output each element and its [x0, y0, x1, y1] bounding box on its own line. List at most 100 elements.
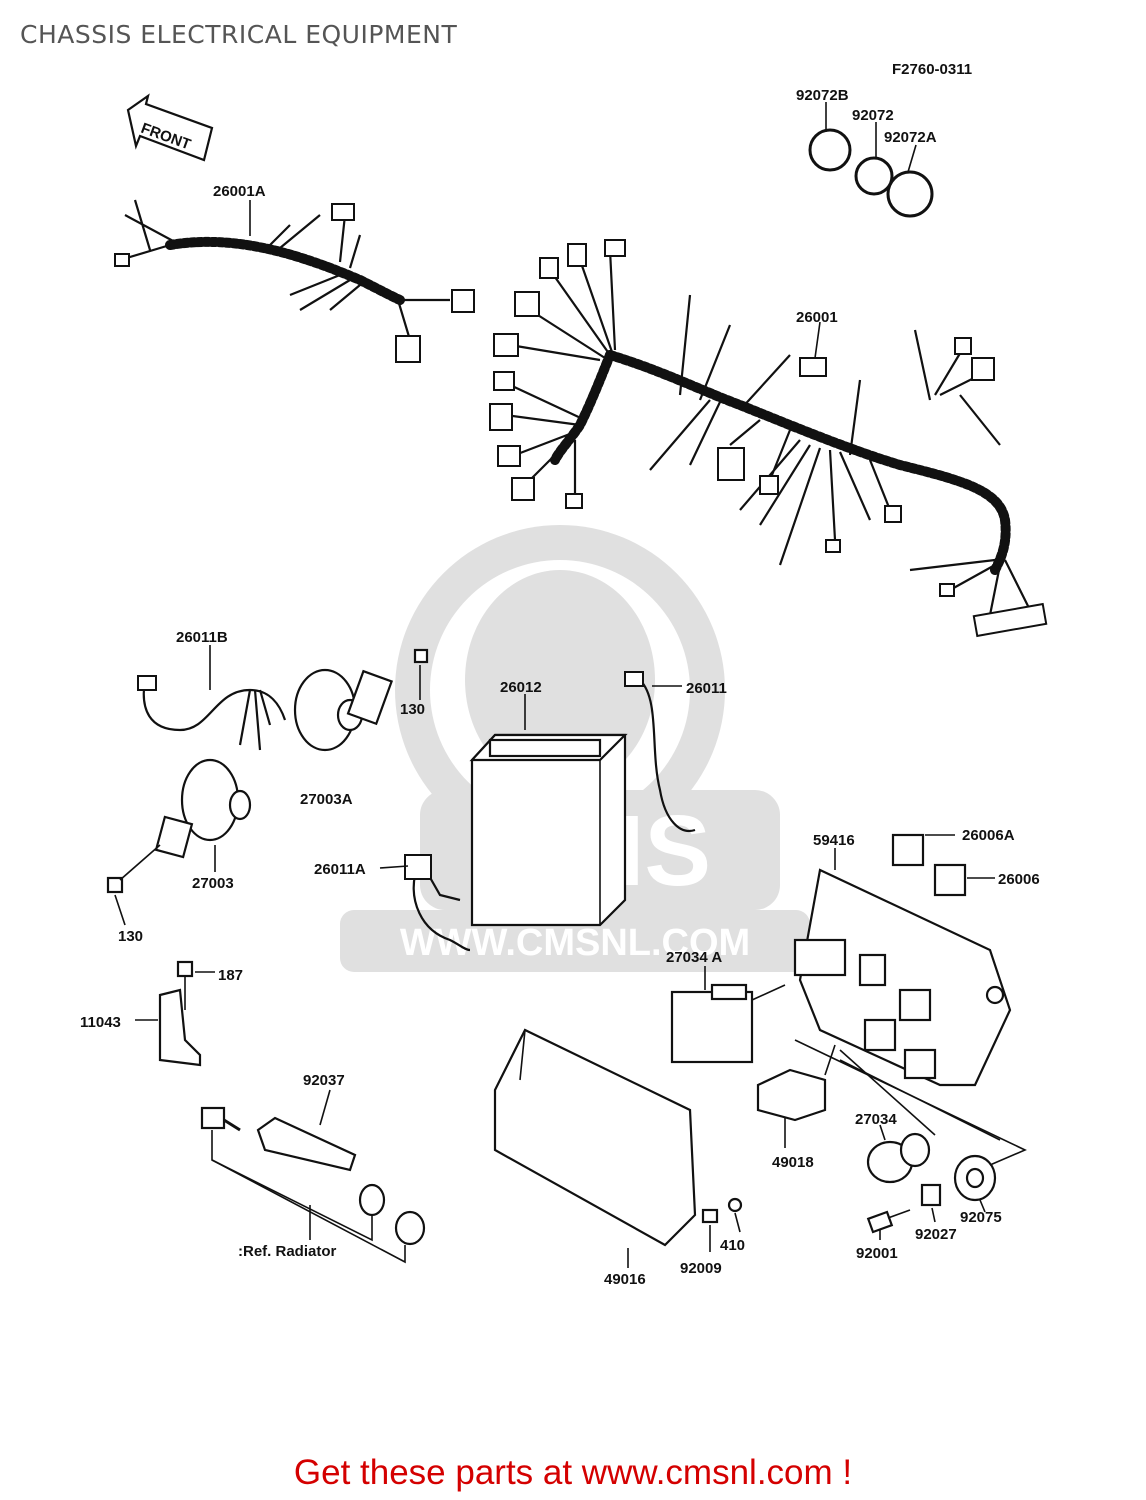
connector-icon: [497, 445, 521, 467]
label-92072B: 92072B: [796, 87, 849, 104]
connector-icon: [759, 475, 779, 495]
label-92027: 92027: [915, 1226, 957, 1243]
connector-icon: [972, 602, 1048, 638]
connector-icon: [114, 253, 130, 267]
label-92072: 92072: [852, 107, 894, 124]
relay-icon: [670, 990, 754, 1064]
label-26001A: 26001A: [213, 183, 266, 200]
connector-icon: [567, 243, 587, 267]
label-130-lower: 130: [118, 928, 143, 945]
terminal-icon: [624, 671, 644, 687]
bracket-11043: [135, 960, 215, 1067]
label-92037: 92037: [303, 1072, 345, 1089]
label-27003A: 27003A: [300, 791, 353, 808]
label-26011: 26011: [686, 680, 727, 697]
connector-icon: [511, 477, 535, 501]
strap-icon: [256, 1116, 357, 1172]
horn-27003: [106, 758, 252, 926]
connector-icon: [451, 289, 475, 313]
clamp-icon: [808, 128, 852, 172]
bolt-92001: [866, 1209, 911, 1240]
screw-icon: [106, 876, 124, 894]
fuse-icon: [891, 833, 925, 867]
label-187: 187: [218, 967, 243, 984]
front-arrow-icon: FRONT: [126, 93, 214, 162]
relay-icon: [756, 1068, 827, 1122]
connector-icon: [799, 357, 827, 377]
lead-26011: [624, 671, 696, 833]
bolt-icon: [176, 960, 194, 978]
junction-box-icon: [798, 868, 1012, 1087]
unit-27034: [866, 1124, 931, 1184]
label-26012: 26012: [500, 679, 542, 696]
label-27034: 27034: [855, 1111, 897, 1128]
connector-icon: [331, 203, 355, 221]
cover-49016: [493, 1028, 697, 1268]
label-92009: 92009: [680, 1260, 722, 1277]
terminal-icon: [404, 854, 432, 880]
grommet-92075: [953, 1154, 997, 1213]
collar-icon: [920, 1183, 942, 1207]
washer-icon: [727, 1197, 743, 1213]
fuse-26006: [933, 863, 995, 897]
connector-icon: [565, 493, 583, 509]
label-49016: 49016: [604, 1271, 646, 1288]
fuse-26006A: [891, 833, 955, 867]
connector-icon: [884, 505, 902, 523]
assembly-lines: [794, 1039, 1027, 1166]
battery-icon: [470, 733, 627, 927]
connector-icon: [539, 257, 559, 279]
screw-92009-group: [701, 1197, 743, 1252]
terminal-icon: [137, 675, 157, 691]
label-26001: 26001: [796, 309, 838, 326]
relay-27034A: [670, 966, 786, 1064]
battery-26012: [469, 694, 628, 927]
sub-harness-26001A: [114, 199, 475, 363]
clamp-icon: [854, 156, 894, 196]
bolt-icon: [200, 1106, 226, 1130]
connector-icon: [604, 239, 626, 257]
footer-cta-link[interactable]: Get these parts at www.cmsnl.com !: [293, 1453, 853, 1492]
label-410: 410: [720, 1237, 745, 1254]
connector-icon: [825, 539, 841, 553]
connector-icon: [493, 333, 519, 357]
clamp-92072-group: [808, 102, 934, 218]
label-92072A: 92072A: [884, 129, 937, 146]
label-ref-radiator: :Ref. Radiator: [238, 1243, 337, 1260]
collar-92027: [920, 1183, 942, 1223]
label-26006: 26006: [998, 871, 1040, 888]
label-92075: 92075: [960, 1209, 1002, 1226]
label-27034A: 27034 A: [666, 949, 722, 966]
relay-49018: [756, 1044, 836, 1148]
fuse-icon: [933, 863, 967, 897]
junction-box-59416: [793, 848, 1012, 1087]
figure-code: F2760-0311: [892, 61, 972, 78]
connector-icon: [489, 403, 513, 431]
connector-icon: [395, 335, 421, 363]
bracket-icon: [158, 988, 202, 1067]
horn-27003A: [293, 648, 429, 752]
connector-icon: [493, 371, 515, 391]
label-26011A: 26011A: [314, 861, 366, 878]
strap-92037: [200, 1089, 426, 1264]
label-59416: 59416: [813, 832, 855, 849]
label-26011B: 26011B: [176, 629, 228, 646]
connector-icon: [971, 357, 995, 381]
label-130-upper: 130: [400, 701, 425, 718]
clamp-icon: [886, 170, 934, 218]
lead-26011A: [379, 854, 471, 952]
cover-icon: [493, 1028, 697, 1247]
label-26006A: 26006A: [962, 827, 1015, 844]
main-harness-26001: [489, 239, 1048, 638]
label-49018: 49018: [772, 1154, 814, 1171]
watermark-url: WWW.CMSNL.COM: [400, 922, 750, 964]
connector-icon: [954, 337, 972, 355]
screw-icon: [701, 1208, 719, 1224]
lead-26011B: [137, 645, 287, 751]
bolt-icon: [866, 1210, 894, 1234]
label-11043: 11043: [80, 1014, 121, 1031]
label-27003: 27003: [192, 875, 234, 892]
connector-icon: [717, 447, 745, 481]
connector-icon: [514, 291, 540, 317]
